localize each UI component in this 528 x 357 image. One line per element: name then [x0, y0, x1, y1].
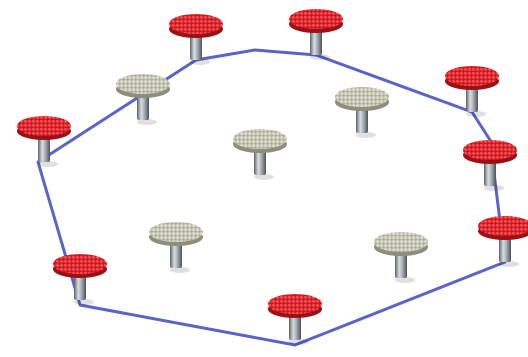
pin-shadow	[499, 261, 519, 267]
gray-pin-head	[116, 74, 170, 94]
pin-shadow	[74, 299, 94, 305]
red-pin-head	[53, 254, 107, 274]
interior-pin	[374, 232, 428, 283]
hull-boundary-line	[36, 48, 507, 347]
pin-shadow	[170, 267, 190, 273]
gray-pin-head	[149, 222, 203, 242]
pin-shadow	[190, 59, 210, 65]
interior-pin	[335, 87, 389, 138]
interior-pin	[149, 222, 203, 273]
hull-pin	[169, 14, 223, 65]
pin-shadow	[395, 277, 415, 283]
pin-shadow	[356, 132, 376, 138]
pin-shadow	[137, 119, 157, 125]
pin-shadow	[38, 161, 58, 167]
hull-pin	[268, 294, 322, 345]
pin-shadow	[289, 339, 309, 345]
pin-shadow	[466, 111, 486, 117]
hull-pin	[445, 66, 499, 117]
red-pin-head	[17, 116, 71, 136]
gray-pin-head	[233, 129, 287, 149]
hull-pin	[463, 140, 517, 191]
hull-pin	[53, 254, 107, 305]
hull-pin	[289, 9, 343, 60]
hull-pin	[478, 216, 528, 267]
red-pin-head	[463, 140, 517, 160]
hull-pin	[17, 116, 71, 167]
pin-shadow	[310, 54, 330, 60]
red-pin-head	[289, 9, 343, 29]
red-pin-head	[169, 14, 223, 34]
pin-shadow	[254, 174, 274, 180]
interior-pin	[116, 74, 170, 125]
pin-shadow	[484, 185, 504, 191]
red-pin-head	[268, 294, 322, 314]
interior-pin	[233, 129, 287, 180]
red-pin-head	[478, 216, 528, 236]
gray-pin-head	[335, 87, 389, 107]
red-pin-head	[445, 66, 499, 86]
gray-pin-head	[374, 232, 428, 252]
